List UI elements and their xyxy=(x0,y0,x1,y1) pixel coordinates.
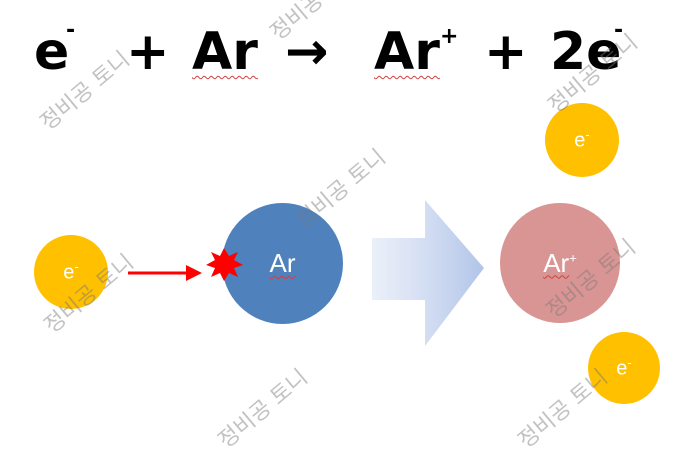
impact-arrow xyxy=(128,265,202,281)
equation-argon-ion: Ar xyxy=(374,22,440,82)
equation-electron: e xyxy=(34,22,70,82)
equation-arrow: → xyxy=(285,22,329,82)
equation-plus-2: + xyxy=(484,22,528,82)
released-electron-bottom-label: e xyxy=(616,357,628,380)
argon-atom: Ar xyxy=(222,203,343,324)
incoming-electron: e- xyxy=(34,235,108,309)
incoming-electron-charge: - xyxy=(74,259,79,275)
process-arrow xyxy=(372,200,484,346)
argon-atom-label: Ar xyxy=(269,248,296,278)
equation-electron-charge: - xyxy=(66,18,76,43)
equation-plus-1: + xyxy=(126,22,170,82)
released-electron-top: e- xyxy=(545,103,619,177)
equation-argon-ion-charge: + xyxy=(440,24,459,49)
equation-two-electrons: 2e xyxy=(550,22,622,82)
reaction-equation: e - + Ar → Ar + + 2e - xyxy=(0,12,684,92)
equation-argon: Ar xyxy=(192,22,258,82)
diagram-graphics xyxy=(128,200,484,346)
argon-ion-charge: + xyxy=(569,249,577,265)
argon-ion: Ar+ xyxy=(500,203,620,323)
released-electron-bottom: e- xyxy=(588,332,660,404)
released-electron-top-charge: - xyxy=(585,127,590,143)
argon-ion-label: Ar xyxy=(543,247,570,278)
incoming-electron-label: e xyxy=(63,261,75,284)
equation-two-electrons-charge: - xyxy=(614,18,624,43)
released-electron-bottom-charge: - xyxy=(627,355,632,371)
released-electron-top-label: e xyxy=(574,129,586,152)
